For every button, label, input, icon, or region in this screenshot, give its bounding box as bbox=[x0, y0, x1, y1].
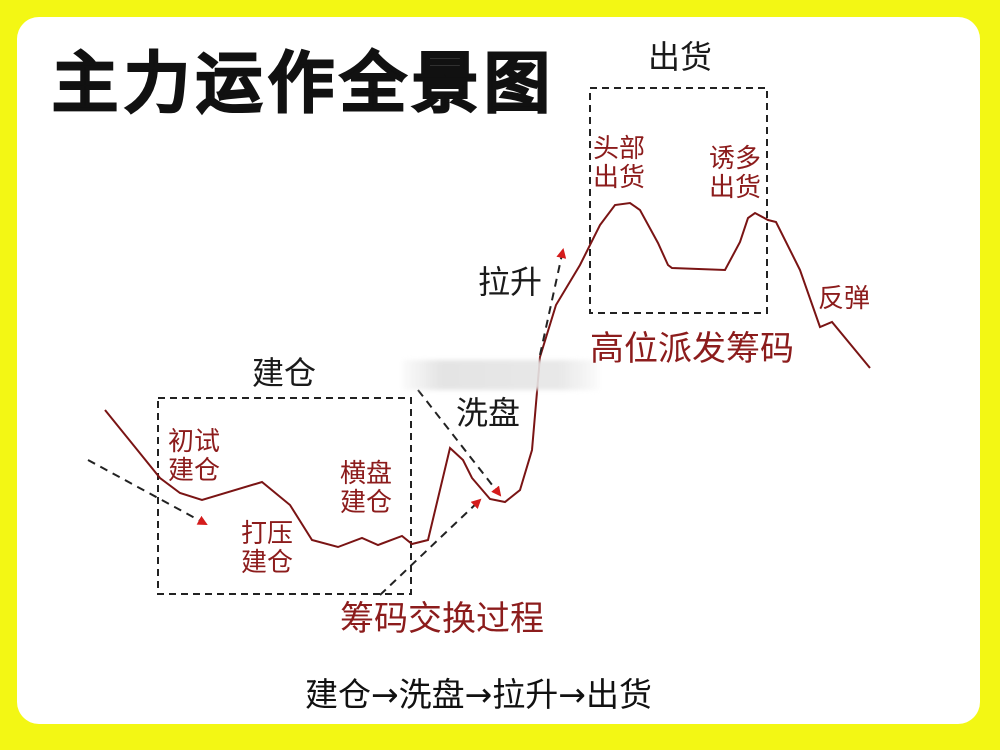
page-title: 主力运作全景图 bbox=[51, 44, 556, 122]
blurred-watermark bbox=[402, 360, 600, 390]
annotation-chip-exchange: 筹码交换过程 bbox=[340, 599, 544, 639]
phase-label-pull-up: 拉升 bbox=[478, 263, 543, 301]
annotation-rebound: 反弹 bbox=[818, 284, 871, 314]
price-line bbox=[104, 201, 871, 549]
annotation-sideways-build: 横盘建仓 bbox=[340, 459, 393, 519]
annotation-suppress-build: 打压建仓 bbox=[241, 519, 294, 579]
process-flow: 建仓→洗盘→拉升→出货 bbox=[305, 675, 652, 714]
phase-label-wash: 洗盘 bbox=[456, 394, 521, 432]
chip-exchange-arrow bbox=[379, 498, 482, 596]
phase-label-accumulate: 建仓 bbox=[252, 354, 317, 392]
annotation-lure-distribute: 诱多出货 bbox=[709, 144, 762, 204]
annotation-initial-build: 初试建仓 bbox=[168, 427, 221, 487]
annotation-top-distribute: 头部出货 bbox=[593, 134, 646, 194]
phase-label-distribute: 出货 bbox=[648, 38, 713, 76]
annotation-high-distribute: 高位派发筹码 bbox=[590, 329, 794, 369]
pull-up-arrow bbox=[539, 248, 567, 356]
accumulate-box bbox=[157, 397, 412, 595]
distribute-box bbox=[589, 87, 768, 314]
